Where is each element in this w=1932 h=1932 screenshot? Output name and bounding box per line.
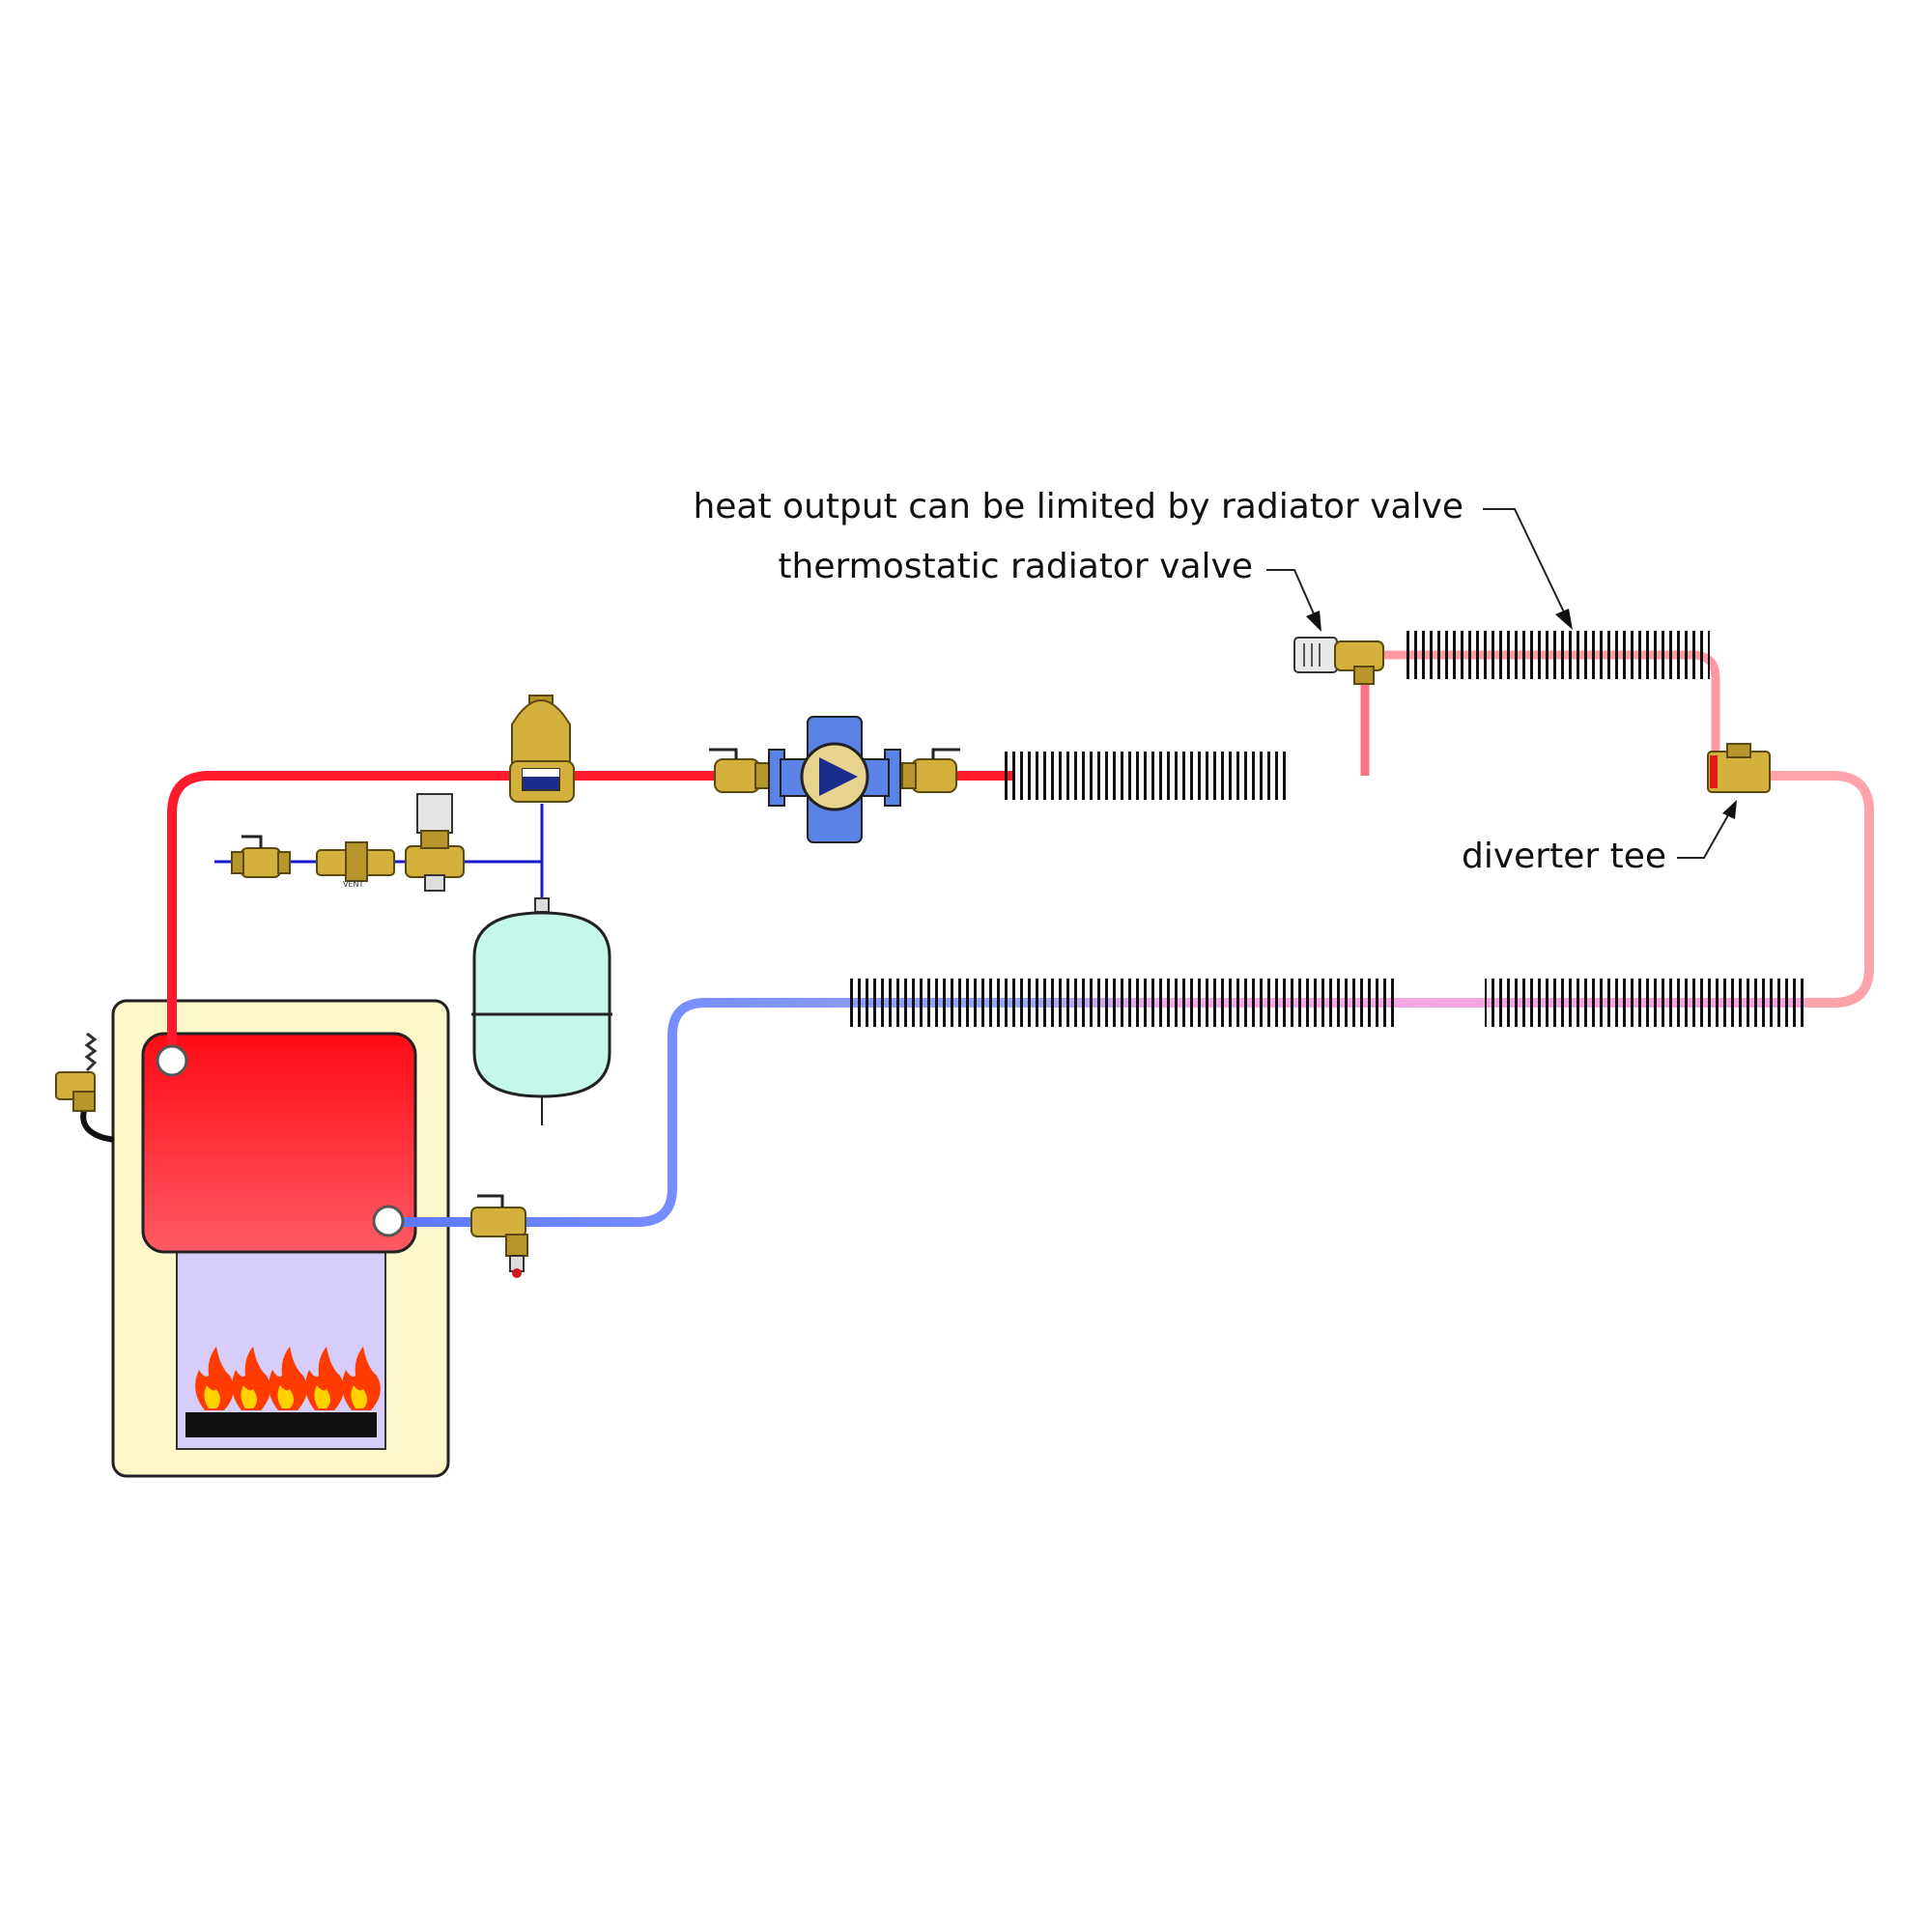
baseboard-element-3 (1485, 979, 1805, 1027)
loop-return-pipe (1768, 771, 1874, 1008)
feed-ball-valve (231, 835, 291, 878)
thermostatic-valve-arrowhead (1306, 611, 1321, 632)
heat-output-arrowhead (1555, 609, 1573, 630)
spring-icon (84, 1032, 98, 1072)
pump-isolation-valve-right (901, 748, 960, 793)
burner-bar (185, 1412, 377, 1437)
supply-riser-pipe (167, 771, 1014, 1059)
diverter-tee-arrowhead (1722, 800, 1737, 819)
return-main-pipe (386, 998, 1806, 1227)
baseboard-element-2 (1403, 631, 1710, 679)
flame-icon (195, 1347, 381, 1410)
diverter-tee (1707, 743, 1771, 793)
baseboard-element-1 (1005, 752, 1287, 800)
air-separator (509, 695, 575, 803)
diverter-tee-leader (1677, 812, 1730, 859)
expansion-tank (471, 897, 612, 1125)
heat-output-label: heat output can be limited by radiator v… (693, 487, 1463, 526)
feed-water-assembly: VENT (231, 793, 465, 892)
thermostatic-radiator-valve (1293, 637, 1384, 685)
fin-tube-baseboard (850, 631, 1805, 1027)
diverter-tee-label: diverter tee (1462, 837, 1666, 876)
pressure-reducing-valve (405, 793, 465, 892)
boiler (111, 999, 450, 1478)
boiler-return-port (372, 1205, 405, 1237)
boiler-vessel (141, 1032, 417, 1254)
backflow-preventer: VENT (316, 841, 395, 889)
thermostatic-valve-leader (1266, 569, 1317, 619)
pump-direction-icon (819, 757, 858, 796)
pressure-relief-valve (55, 1032, 115, 1143)
heat-output-leader (1483, 508, 1568, 619)
purge-valve (470, 1194, 528, 1278)
pump-isolation-valve-left (709, 748, 770, 793)
svg-text:VENT: VENT (343, 880, 364, 889)
circulator-pump (768, 716, 901, 843)
baseboard-element-4 (850, 979, 1399, 1027)
boiler-supply-port (156, 1044, 188, 1077)
thermostatic-valve-label: thermostatic radiator valve (778, 547, 1253, 586)
